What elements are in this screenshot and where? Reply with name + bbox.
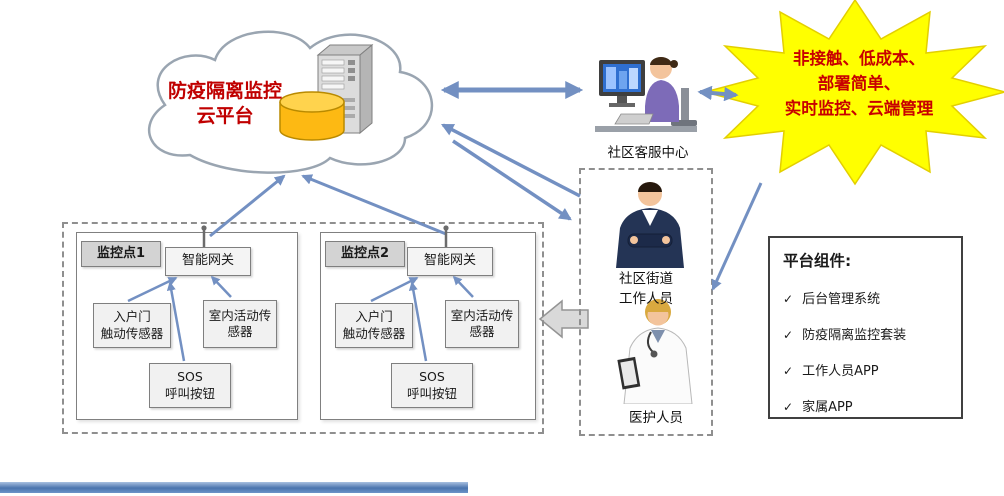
component-item: ✓ 后台管理系统 bbox=[770, 288, 961, 307]
component-item: ✓ 工作人员APP bbox=[770, 360, 961, 379]
medic-label: 医护人员 bbox=[629, 410, 683, 426]
street-worker-illustration bbox=[598, 176, 702, 272]
feature-callout-text: 非接触、低成本、 部署简单、 实时监控、云端管理 bbox=[784, 49, 934, 118]
block-arrow-left bbox=[538, 299, 589, 339]
component-item-label: 防疫隔离监控套装 bbox=[802, 328, 907, 343]
agent-body bbox=[645, 80, 679, 122]
site1-gateway: 智能网关 bbox=[165, 247, 251, 276]
site2-sos-button: SOS 呼叫按钮 bbox=[391, 363, 473, 408]
crossed-arms bbox=[627, 233, 673, 248]
site1-motion-sensor: 室内活动传 感器 bbox=[203, 300, 277, 348]
staff-group-box bbox=[579, 168, 713, 436]
site2-motion-sensor: 室内活动传 感器 bbox=[445, 300, 519, 348]
database-cylinder-icon bbox=[279, 91, 345, 141]
check-icon: ✓ bbox=[783, 292, 794, 306]
cloud-platform-title: 防疫隔离监控 云平台 bbox=[167, 80, 282, 127]
bottom-accent-bar bbox=[0, 482, 468, 493]
medic-illustration bbox=[610, 296, 706, 408]
site1-name-tag: 监控点1 bbox=[81, 241, 161, 267]
site2-box: 监控点2 智能网关 入户门 触动传感器 室内活动传 感器 SOS 呼叫按钮 bbox=[320, 232, 536, 420]
component-item: ✓ 防疫隔离监控套装 bbox=[770, 324, 961, 343]
clipboard-icon bbox=[617, 356, 641, 390]
keyboard-icon bbox=[614, 113, 654, 125]
white-coat bbox=[623, 327, 693, 405]
platform-components-panel: 平台组件: ✓ 后台管理系统 ✓ 防疫隔离监控套装 ✓ 工作人员APP ✓ 家属… bbox=[768, 236, 963, 419]
component-item-label: 家属APP bbox=[802, 400, 853, 415]
component-item: ✓ 家属APP bbox=[770, 396, 961, 415]
chair-icon bbox=[681, 88, 689, 122]
desk bbox=[595, 126, 697, 132]
site1-door-sensor: 入户门 触动传感器 bbox=[93, 303, 171, 348]
site1-box: 监控点1 智能网关 入户门 触动传感器 室内活动传 感器 SOS 呼叫按钮 bbox=[76, 232, 298, 420]
component-item-label: 工作人员APP bbox=[802, 364, 879, 379]
site2-name-tag: 监控点2 bbox=[325, 241, 405, 267]
check-icon: ✓ bbox=[783, 328, 794, 342]
check-icon: ✓ bbox=[783, 364, 794, 378]
service-center-label: 社区客服中心 bbox=[607, 145, 689, 161]
component-item-label: 后台管理系统 bbox=[802, 292, 881, 307]
site1-sos-button: SOS 呼叫按钮 bbox=[149, 363, 231, 408]
street-worker-label: 社区街道 工作人员 bbox=[619, 271, 673, 307]
components-title: 平台组件: bbox=[783, 252, 852, 270]
service-agent-illustration bbox=[593, 48, 701, 144]
site2-gateway: 智能网关 bbox=[407, 247, 493, 276]
check-icon: ✓ bbox=[783, 400, 794, 414]
stethoscope-icon bbox=[647, 331, 654, 353]
site2-door-sensor: 入户门 触动传感器 bbox=[335, 303, 413, 348]
